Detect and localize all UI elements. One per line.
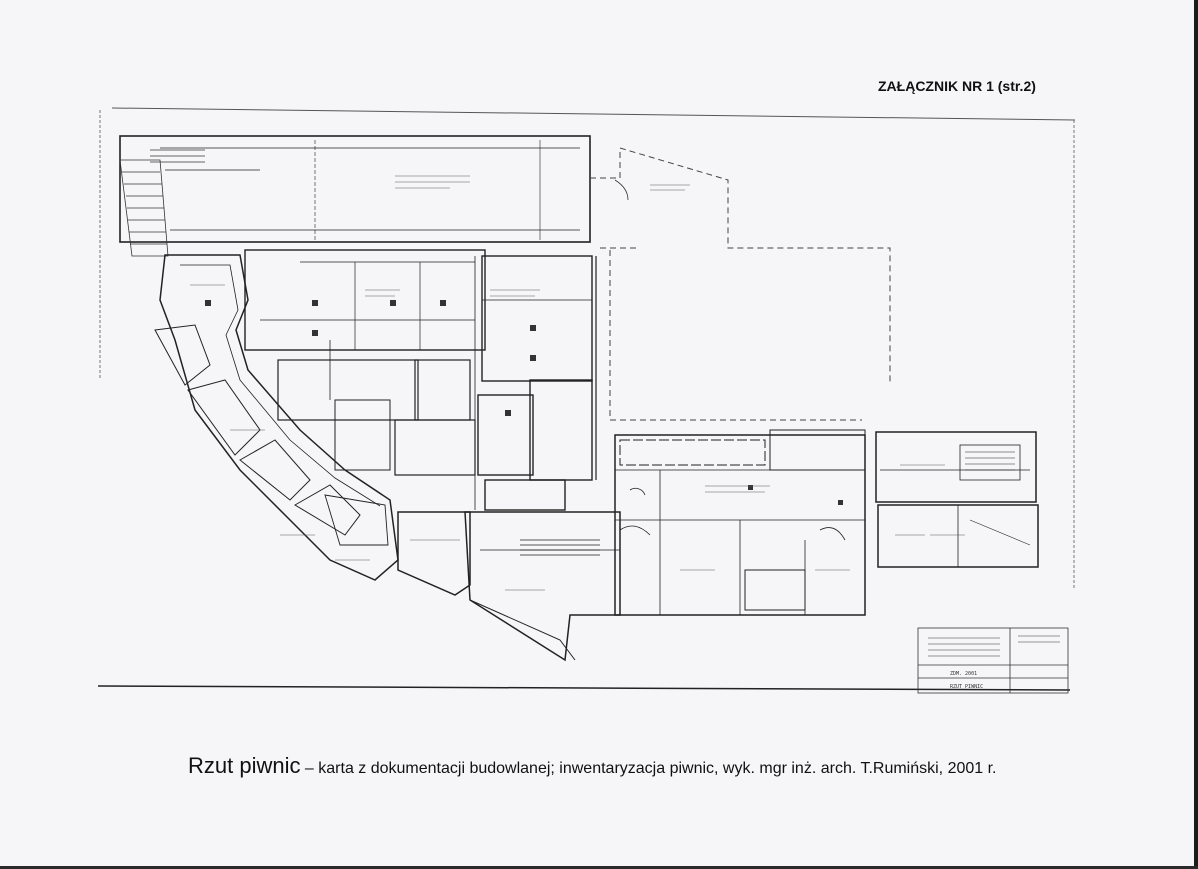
frame-bottom-line	[97, 685, 1071, 691]
central-block	[244, 249, 486, 476]
title-block	[917, 627, 1069, 694]
caption: Rzut piwnic – karta z dokumentacji budow…	[188, 753, 1088, 779]
scan-edge-right	[1194, 0, 1198, 869]
caption-text: – karta z dokumentacji budowlanej; inwen…	[300, 760, 997, 777]
door-arc-courtyard	[614, 179, 629, 201]
dashed-courtyard	[590, 147, 891, 421]
left-curved-wing	[154, 254, 399, 581]
frame-top-line	[111, 107, 1076, 121]
title-block-line-1: ZDM. 2001	[950, 671, 977, 677]
caption-title: Rzut piwnic	[188, 753, 301, 778]
annotation-scribbles	[190, 175, 965, 591]
scan-edge-bottom	[0, 866, 1198, 869]
tall-rooms	[474, 255, 597, 511]
lower-wedge	[397, 511, 621, 662]
attachment-label: ZAŁĄCZNIK NR 1 (str.2)	[878, 78, 1036, 94]
columns	[205, 300, 843, 505]
right-lower-complex	[614, 429, 866, 616]
title-block-line-2: RZUT PIWNIC	[950, 684, 983, 690]
upper-hall	[119, 135, 591, 243]
far-right-rooms	[875, 431, 1039, 568]
stair-top-left	[119, 149, 205, 257]
